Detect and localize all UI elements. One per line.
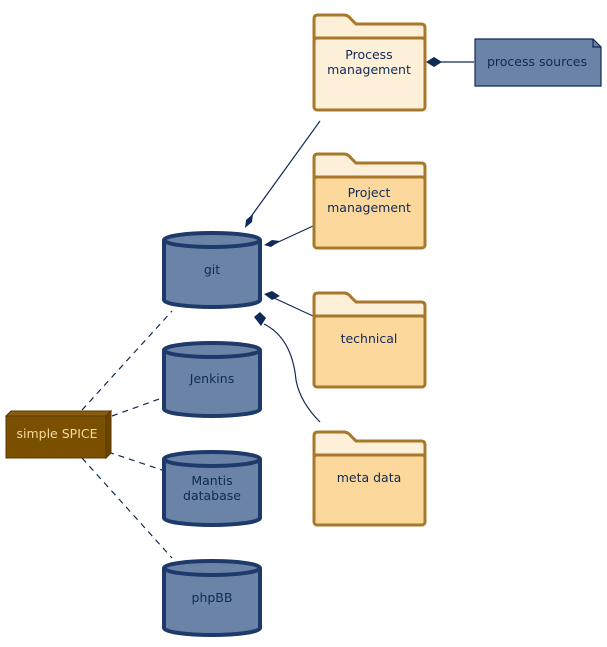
connector-spice-jenkins (111, 397, 163, 417)
connector-git-metadata (263, 323, 321, 423)
repository-mantis[interactable]: Mantis database (162, 450, 262, 527)
folder-technical[interactable]: technical (312, 291, 427, 389)
note-label: process sources (487, 54, 587, 69)
folder-process-management[interactable]: Process management (312, 13, 427, 112)
folder-label-line2: management (327, 200, 411, 215)
composition-diamond-note (426, 57, 442, 67)
composition-diamond-git-project (264, 240, 280, 247)
folder-label-line1: Process (345, 47, 392, 62)
repository-label: phpBB (192, 590, 233, 605)
connector-spice-phpbb (81, 457, 173, 559)
repository-label: git (204, 262, 220, 277)
connector-git-technical (273, 297, 314, 317)
repository-label-line2: database (183, 488, 241, 503)
connectors (81, 57, 474, 559)
node-simple-spice[interactable]: simple SPICE (4, 409, 113, 460)
folder-label-line2: management (327, 62, 411, 77)
note-process-sources[interactable]: process sources (474, 38, 602, 87)
connector-spice-git (81, 310, 173, 411)
connector-spice-mantis (107, 451, 163, 471)
connector-git-process (249, 120, 321, 219)
node-label: simple SPICE (16, 426, 97, 441)
folder-label: technical (341, 331, 398, 346)
repository-jenkins[interactable]: Jenkins (162, 341, 262, 418)
folder-label-line1: Project (348, 185, 391, 200)
connector-git-project (273, 225, 314, 245)
folder-label: meta data (337, 470, 402, 485)
repository-phpbb[interactable]: phpBB (162, 559, 262, 637)
folder-project-management[interactable]: Project management (312, 152, 427, 250)
repository-label-line1: Mantis (191, 473, 232, 488)
composition-diamond-git-metadata (254, 312, 266, 326)
repository-git[interactable]: git (162, 231, 262, 309)
folder-meta-data[interactable]: meta data (312, 430, 427, 527)
composition-diamond-git-technical (264, 291, 280, 300)
composition-diamond-git-process (245, 214, 253, 228)
repository-label: Jenkins (189, 371, 234, 386)
